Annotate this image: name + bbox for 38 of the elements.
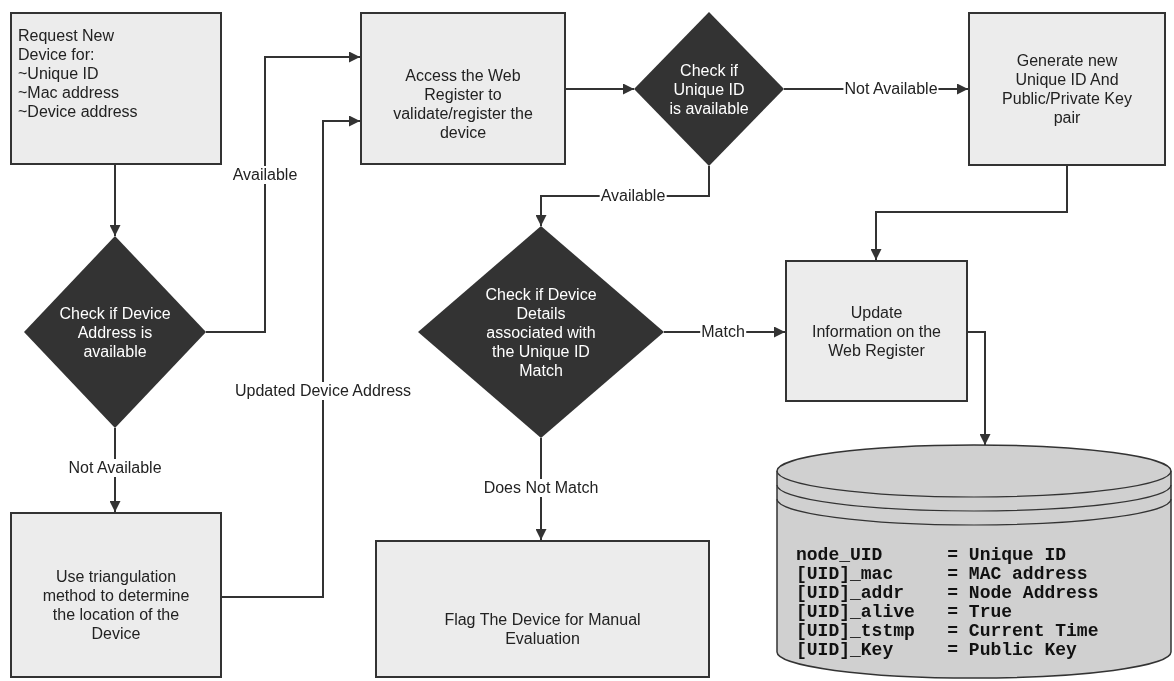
arrow xyxy=(870,165,1068,261)
process-box xyxy=(10,12,222,165)
process-box xyxy=(375,540,710,678)
decision-diamond xyxy=(24,236,206,428)
process-box xyxy=(785,260,968,402)
table-row: [UID]_addr = Node Address xyxy=(796,584,1099,603)
node-text: Generate new Unique ID And Public/Private Key pair xyxy=(1001,51,1133,127)
edge-label: Not Available xyxy=(67,459,163,477)
edge-label: Available xyxy=(231,166,299,184)
arrow xyxy=(109,164,121,237)
process-box xyxy=(360,12,566,165)
node-text: ~Mac address xyxy=(17,83,119,102)
table-row: [UID]_mac = MAC address xyxy=(796,565,1088,584)
node-text: Check if Device Details associated with the Unique ID Match xyxy=(484,284,598,380)
node-text: Flag The Device for Manual Evaluation xyxy=(443,610,642,648)
node-text: Access the Web Register to validate/register the device xyxy=(392,65,534,142)
node-text: Check if Device Address is available xyxy=(58,303,172,361)
database-cylinder xyxy=(776,445,1172,678)
table-row: [UID]_alive = True xyxy=(796,603,1013,622)
edge-label: Does Not Match xyxy=(482,479,600,497)
table-row: [UID]_tstmp = Current Time xyxy=(796,622,1099,641)
arrow xyxy=(565,83,635,95)
table-row: node_UID = Unique ID xyxy=(796,546,1067,565)
node-text: Request New Device for: xyxy=(17,26,116,64)
edge-label: Updated Device Address xyxy=(233,382,413,400)
node-text: ~Device address xyxy=(17,102,138,121)
node-text: Update Information on the Web Register xyxy=(811,302,942,360)
decision-diamond xyxy=(418,226,664,438)
arrow xyxy=(205,51,361,333)
node-text: Check if Unique ID is available xyxy=(668,60,750,118)
process-box xyxy=(10,512,222,678)
node-text: Use triangulation method to determine the location of the Device xyxy=(41,567,191,643)
table-row: [UID]_Key = Public Key xyxy=(796,641,1077,660)
arrow xyxy=(967,331,991,446)
arrow xyxy=(221,115,361,598)
process-box xyxy=(968,12,1166,166)
decision-diamond xyxy=(634,12,784,166)
node-text: ~Unique ID xyxy=(17,64,99,83)
